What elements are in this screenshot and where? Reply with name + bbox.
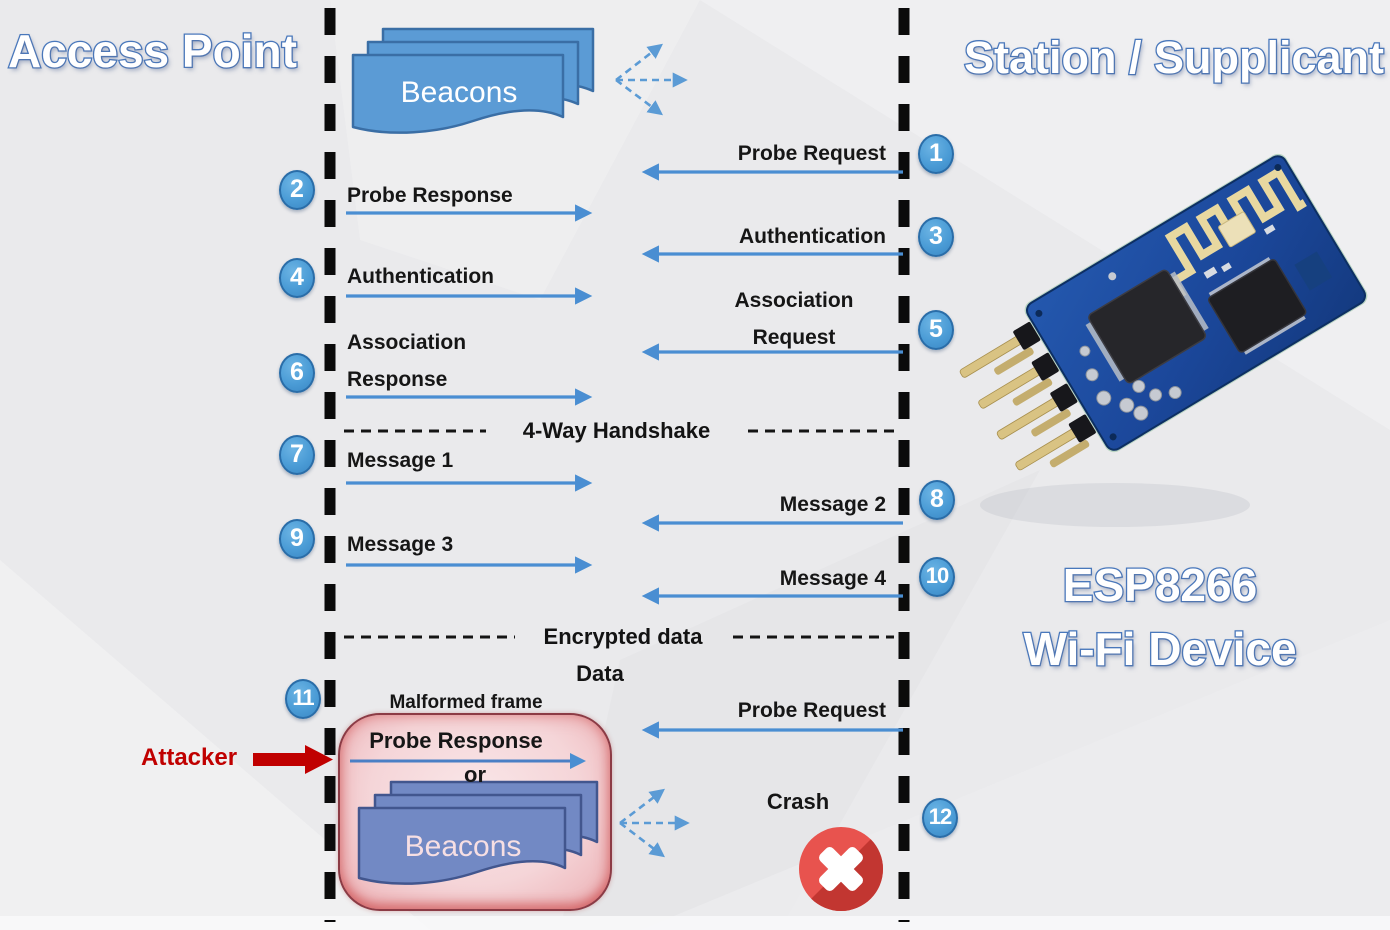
step-badge-6: 6 [279, 353, 315, 393]
authentication-to-ap-label: Authentication [739, 225, 886, 248]
crash-label: Crash [766, 789, 830, 814]
malformed-probe-response-label: Probe Response [369, 728, 543, 753]
attacker-arrow-icon [253, 745, 333, 774]
message3-label: Message 3 [347, 533, 454, 556]
crash-icon [799, 827, 883, 911]
step-badge-12: 12 [922, 798, 958, 838]
handshake-separator-label: 4-Way Handshake [522, 418, 711, 443]
encrypted-separator-label: Encrypted data [543, 624, 703, 649]
message1-label: Message 1 [347, 449, 454, 472]
association-request-label: Association Request [734, 289, 854, 349]
step-badge-3: 3 [918, 217, 954, 257]
step-badge-2: 2 [279, 170, 315, 210]
probe-response-label: Probe Response [347, 184, 513, 207]
association-response-label: Association Response [347, 331, 467, 391]
step-badge-4: 4 [279, 258, 315, 298]
step-badge-9: 9 [279, 519, 315, 559]
probe-request-bottom-label: Probe Request [737, 699, 886, 722]
or-label: or [464, 762, 486, 787]
broadcast-fan-bottom-icon [619, 788, 690, 858]
step-badge-7: 7 [279, 435, 315, 475]
data-label: Data [576, 661, 624, 686]
message2-label: Message 2 [779, 493, 886, 516]
title-station-supplicant: Station / Supplicant [963, 31, 1386, 85]
message4-label: Message 4 [779, 567, 886, 590]
step-badge-8: 8 [919, 480, 955, 520]
attacker-label: Attacker [141, 744, 238, 771]
beacons-bottom-label: Beacons [404, 830, 522, 863]
beacons-top-label: Beacons [400, 76, 518, 109]
step-badge-10: 10 [919, 557, 955, 597]
step-badge-11: 11 [285, 679, 321, 719]
authentication-to-sta-label: Authentication [347, 265, 494, 288]
step-badge-1: 1 [918, 134, 954, 174]
title-esp8266: ESP8266 [1061, 558, 1258, 613]
probe-request-label: Probe Request [737, 142, 886, 165]
esp8266-module-image [959, 153, 1368, 527]
malformed-frame-label: Malformed frame [389, 692, 543, 713]
broadcast-fan-top-icon [615, 43, 688, 116]
title-access-point: Access Point [7, 24, 299, 79]
title-wifi-device: Wi-Fi Device [1022, 622, 1298, 677]
step-badge-5: 5 [918, 310, 954, 350]
